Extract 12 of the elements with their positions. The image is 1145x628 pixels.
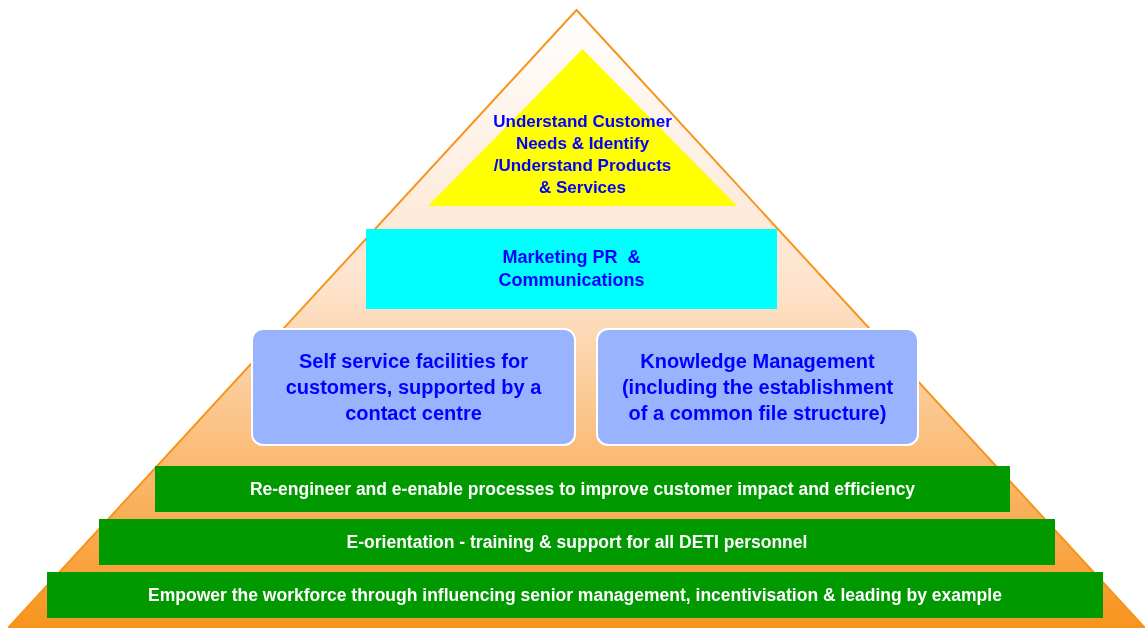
level-bar <box>99 519 1055 565</box>
level-box <box>366 229 777 309</box>
level-box <box>596 328 919 446</box>
bar-text: Empower the workforce through influencing senior management, incentivisation & leading by example <box>148 583 1002 607</box>
level-box <box>251 328 576 446</box>
bar-text: E-orientation - training & support for all DETI personnel <box>346 530 808 554</box>
level-bar <box>155 466 1010 512</box>
bar-text: Re-engineer and e-enable processes to improve customer impact and efficiency <box>249 477 916 501</box>
level-text: Self service facilities for customers, supported by a contact centre <box>284 349 543 426</box>
level-text: Knowledge Management (including the establishment of a common file structure) <box>620 349 895 426</box>
level-text: Marketing PR & Communications <box>497 245 646 292</box>
level-bar <box>47 572 1103 618</box>
